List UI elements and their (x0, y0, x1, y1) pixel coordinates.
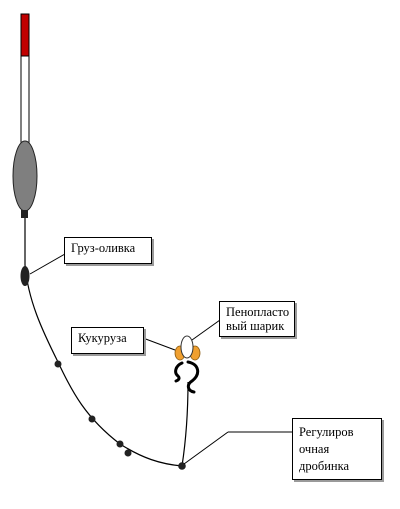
sinker-label: Груз-оливка (64, 237, 152, 264)
main-line (24, 218, 183, 467)
hook-link (181, 381, 189, 467)
hook-barb-side (174, 361, 184, 383)
foam-ball (180, 335, 194, 359)
adjust-callout-line-2 (183, 431, 229, 465)
hook (186, 360, 200, 394)
float-keel (21, 210, 28, 218)
sinker-label-text: Груз-оливка (71, 241, 136, 255)
corn-label-text: Кукуруза (78, 331, 127, 345)
adjust-shot-label: Регулиров очная дробинка (292, 418, 382, 480)
float-body (12, 140, 38, 212)
adjust-shot-label-line-1: Регулиров (299, 425, 354, 439)
corn-label: Кукуруза (71, 327, 144, 354)
adjust-shot-label-line-2: очная (299, 442, 330, 456)
adjust-shot-label-line-3: дробинка (299, 459, 350, 473)
foam-ball-label: Пенопласто вый шарик (219, 301, 295, 337)
shot-4 (124, 449, 132, 457)
float-antenna (20, 55, 30, 145)
float-tip (20, 13, 30, 57)
olive-sinker (20, 266, 30, 286)
corn-callout-line (142, 337, 176, 351)
adjust-shot (178, 462, 186, 470)
sinker-callout-line (29, 253, 66, 275)
foam-ball-label-line-2: вый шарик (226, 319, 285, 333)
foam-callout-line (191, 319, 221, 341)
shot-2 (88, 415, 96, 423)
foam-ball-label-line-1: Пенопласто (226, 305, 290, 319)
shot-1 (54, 360, 62, 368)
shot-3 (116, 440, 124, 448)
